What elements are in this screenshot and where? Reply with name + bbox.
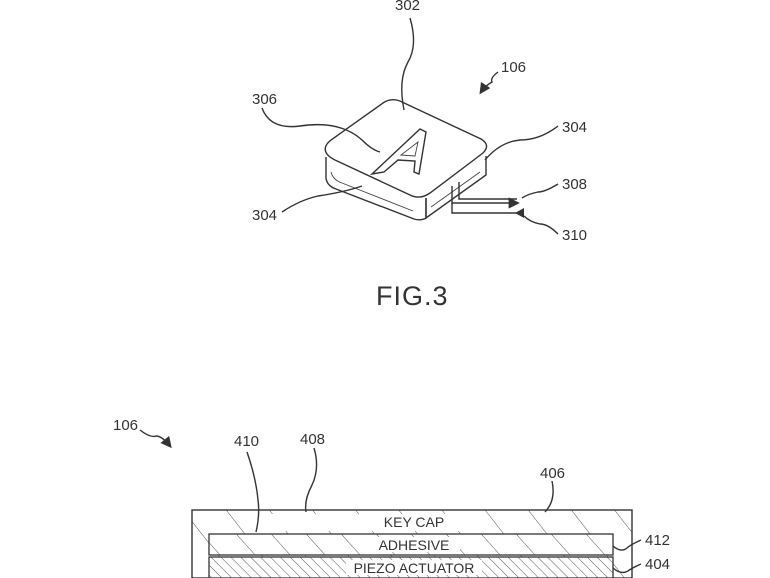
leader-106-top (479, 71, 499, 95)
ref-412: 412 (645, 532, 670, 549)
ref-410: 410 (234, 433, 259, 450)
ref-308: 308 (562, 176, 587, 193)
ref-408: 408 (300, 431, 325, 448)
leader-306 (261, 107, 381, 153)
ref-404: 404 (645, 556, 670, 573)
figure-4: 106 KEY CAP ADHESIVE PIEZO ACTUATOR 410 … (113, 417, 670, 578)
leader-308 (521, 183, 559, 199)
label-key-cap: KEY CAP (384, 514, 444, 530)
ref-304-left: 304 (252, 207, 277, 224)
leader-410 (246, 451, 260, 533)
leader-310 (523, 215, 559, 235)
ref-106-top: 106 (501, 59, 526, 76)
ref-306: 306 (252, 91, 277, 108)
ref-406: 406 (540, 465, 565, 482)
leader-404 (612, 563, 642, 574)
leader-408 (304, 447, 318, 513)
ref-106-bottom: 106 (113, 417, 138, 434)
ref-302: 302 (395, 0, 420, 14)
leader-106-bottom (139, 429, 172, 449)
ref-310: 310 (562, 227, 587, 244)
signal-wires (451, 182, 524, 218)
figure-3: A 302 106 306 304 304 308 310 FIG.3 (252, 0, 587, 311)
leader-412 (612, 539, 642, 551)
figure-3-caption: FIG.3 (376, 281, 449, 311)
leader-304-left (281, 185, 363, 213)
label-piezo-actuator: PIEZO ACTUATOR (354, 560, 475, 576)
key-cap-3d: A (324, 99, 488, 221)
ref-304-right: 304 (562, 119, 587, 136)
leader-304-right (484, 125, 559, 161)
leader-406 (544, 480, 554, 513)
label-adhesive: ADHESIVE (379, 537, 450, 553)
leader-302 (401, 17, 415, 111)
